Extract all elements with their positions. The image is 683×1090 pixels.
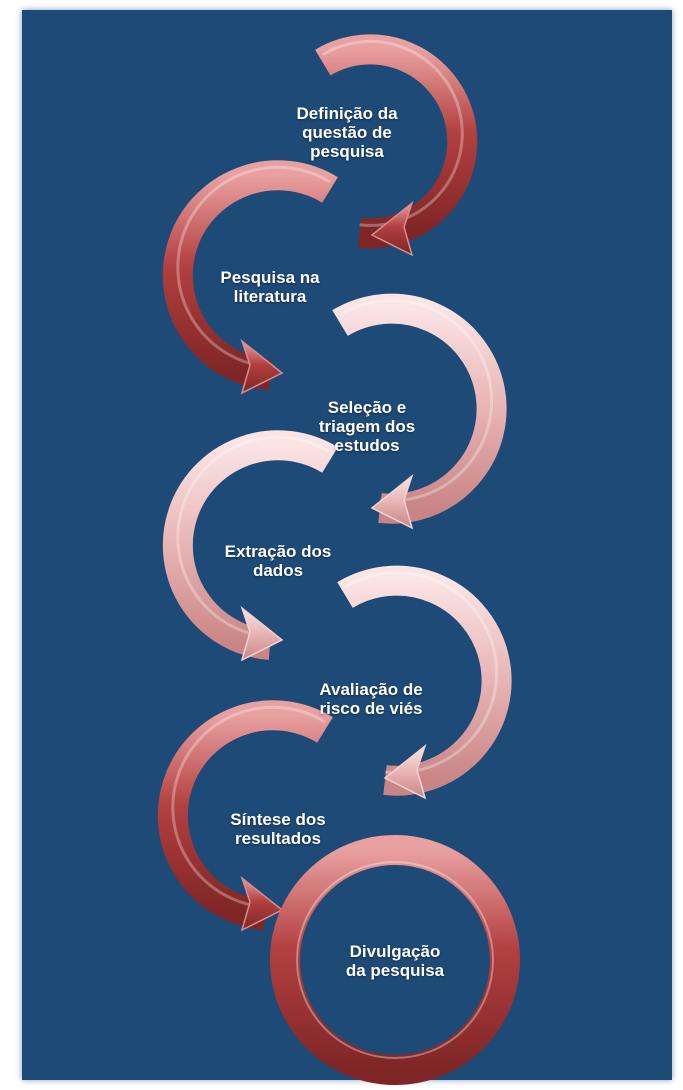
step-arrow-7 (270, 835, 520, 1085)
step-arrowhead-6 (240, 875, 284, 932)
step-arrowhead-1 (370, 200, 414, 257)
step-label-1: Definição da questão de pesquisa (296, 104, 398, 161)
step-arrow-6 (157, 700, 333, 932)
step-arc-6 (157, 700, 333, 930)
step-arrow-2 (162, 160, 338, 395)
step-arc-highlight-5 (344, 571, 499, 775)
step-ring-highlight-7 (296, 861, 494, 1059)
step-label-6: Síntese dos resultados (230, 810, 326, 848)
step-arrowhead-4 (240, 605, 284, 662)
step-label-5: Avaliação de risco de viés (319, 680, 423, 718)
step-arc-1 (315, 34, 478, 249)
step-arc-highlight-3 (339, 299, 494, 503)
step-arc-highlight-1 (322, 39, 464, 227)
step-arc-highlight-4 (176, 435, 331, 639)
diagram-background (22, 10, 672, 1080)
step-arrowhead-3 (370, 473, 414, 530)
step-label-3: Seleção e triagem dos estudos (318, 398, 416, 455)
step-arrow-5 (337, 565, 512, 800)
step-arrow-1 (315, 34, 478, 257)
step-arc-2 (162, 160, 338, 390)
step-arc-3 (332, 293, 507, 524)
step-label-7: Divulgação da pesquisa (345, 942, 445, 980)
step-arc-5 (337, 565, 512, 796)
step-label-2: Pesquisa na literatura (220, 268, 320, 306)
step-arc-4 (162, 430, 338, 660)
step-label-4: Extração dos dados (224, 542, 332, 580)
step-ring-7 (270, 835, 520, 1085)
step-arrow-3 (332, 293, 507, 530)
step-arc-highlight-6 (171, 705, 326, 909)
step-arrowhead-5 (383, 743, 427, 800)
step-arrowhead-2 (240, 338, 284, 395)
step-arrow-4 (162, 430, 338, 662)
step-arc-highlight-2 (176, 165, 331, 369)
